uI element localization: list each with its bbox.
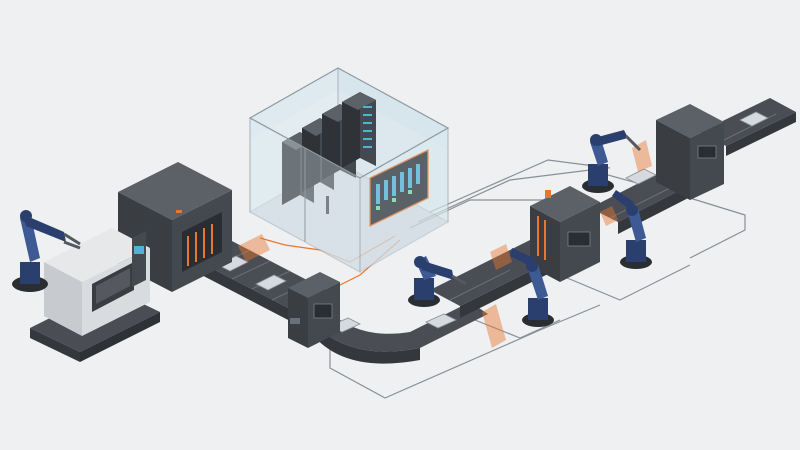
- wire-lower-right: [559, 264, 691, 301]
- gate-screen: [313, 303, 333, 319]
- scanner-tunnel-icon-middle: [288, 272, 340, 348]
- wire-mid-bottom: [469, 317, 561, 339]
- door-handle: [326, 196, 329, 214]
- inspection-beam-icon: [238, 140, 652, 348]
- robot-arm-icon-top: [582, 130, 642, 193]
- warning-beacon-icon: [545, 190, 551, 198]
- cnc-machine-icon: [30, 228, 160, 362]
- robot-arm-icon-center: [408, 256, 467, 307]
- robot-arm-icon-lower-right: [612, 190, 652, 269]
- robot-arm-icon-left: [12, 210, 81, 292]
- scanner-tunnel-icon-top-right: [656, 104, 724, 200]
- server-room: [248, 67, 450, 274]
- control-panel-icon: [369, 148, 429, 228]
- scanner-tunnel-icon-right: [530, 186, 600, 282]
- robot-arm-icon-mid-right: [510, 248, 554, 327]
- glass-top-frame: [248, 67, 450, 179]
- scanner-tunnel-icon-left: [118, 162, 232, 292]
- wire-bottom-loop: [329, 304, 601, 399]
- status-led: [176, 210, 182, 213]
- conveyor-curve: [312, 302, 488, 352]
- server-rack-4: [342, 92, 376, 168]
- network-wiring: [329, 159, 746, 399]
